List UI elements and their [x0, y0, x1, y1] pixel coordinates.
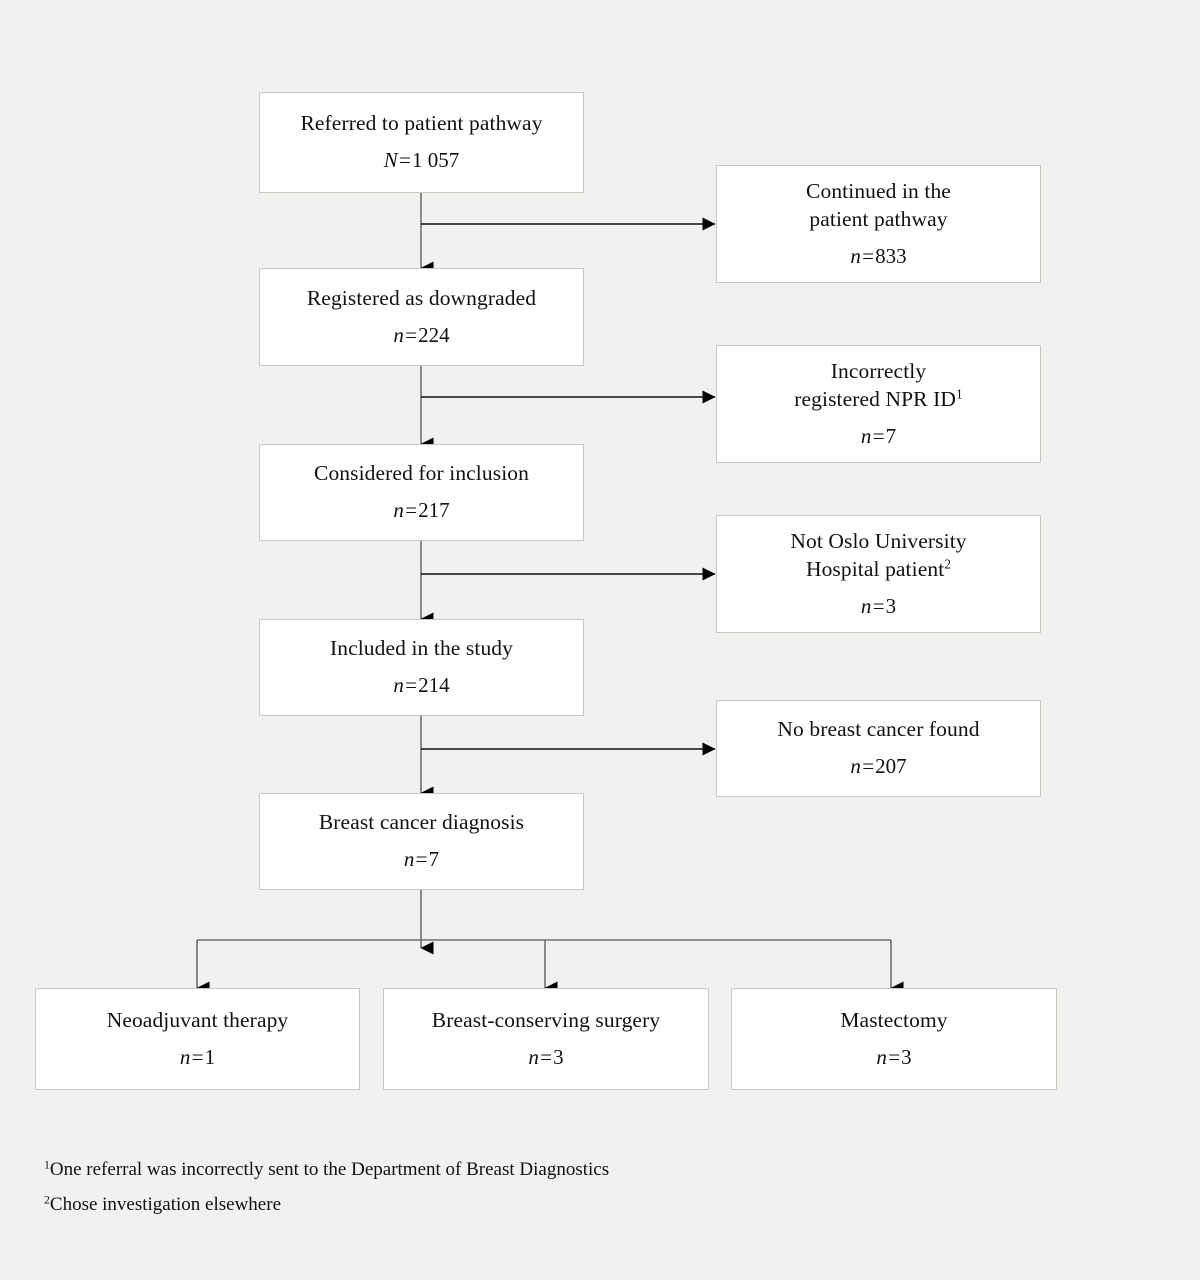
footnotes-block: 1One referral was incorrectly sent to th… [44, 1158, 944, 1230]
footnote-1-text: One referral was incorrectly sent to the… [49, 1159, 610, 1180]
count-equals: = [190, 1044, 205, 1069]
count-value: 7 [428, 847, 440, 872]
node-count: n=207 [850, 753, 906, 780]
count-symbol: n [393, 673, 404, 698]
node-count: n=7 [404, 846, 439, 873]
node-count: n=3 [528, 1044, 563, 1071]
node-neoadjuvant-therapy[interactable]: Neoadjuvant therapy n=1 [35, 988, 360, 1090]
count-symbol: n [860, 593, 872, 618]
count-value: 224 [418, 322, 450, 347]
count-symbol: n [528, 1044, 539, 1069]
count-equals: = [414, 847, 429, 872]
node-title: Incorrectly registered NPR ID1 [794, 358, 963, 414]
node-count: n=1 [180, 1044, 215, 1071]
node-count: n=217 [393, 497, 449, 524]
node-no-breast-cancer-found[interactable]: No breast cancer found n=207 [716, 700, 1041, 797]
count-equals: = [403, 322, 419, 347]
count-equals: = [397, 148, 412, 173]
count-equals: = [860, 243, 876, 268]
node-included-in-the-study[interactable]: Included in the study n=214 [259, 619, 584, 716]
node-breast-cancer-diagnosis[interactable]: Breast cancer diagnosis n=7 [259, 793, 584, 890]
node-registered-as-downgraded[interactable]: Registered as downgraded n=224 [259, 268, 584, 366]
footnote-marker-2: 2 [944, 556, 952, 572]
count-value: 217 [418, 498, 450, 523]
footnote-1-marker: 1 [44, 1158, 50, 1172]
count-value: 1 [204, 1044, 216, 1069]
count-symbol: n [850, 754, 861, 779]
footnote-2: 2Chose investigation elsewhere [44, 1193, 944, 1215]
count-value: 1 057 [411, 148, 460, 173]
count-equals: = [886, 1044, 902, 1069]
count-symbol: n [403, 847, 415, 872]
count-value: 3 [885, 593, 897, 618]
count-equals: = [403, 673, 419, 698]
count-equals: = [403, 498, 419, 523]
count-equals: = [871, 423, 886, 448]
node-title-line1: Not Oslo University [790, 528, 967, 553]
node-title: Referred to patient pathway [300, 111, 543, 136]
node-title: Mastectomy [840, 1007, 948, 1032]
node-breast-conserving-surgery[interactable]: Breast-conserving surgery n=3 [383, 988, 709, 1090]
node-count: N=1 057 [384, 147, 459, 174]
node-mastectomy[interactable]: Mastectomy n=3 [731, 988, 1057, 1090]
node-considered-for-inclusion[interactable]: Considered for inclusion n=217 [259, 444, 584, 541]
node-title: No breast cancer found [777, 717, 980, 742]
node-count: n=214 [393, 672, 449, 699]
footnote-2-marker: 2 [44, 1193, 50, 1207]
node-title: Breast cancer diagnosis [318, 810, 525, 835]
count-equals: = [860, 754, 876, 779]
node-title-line1: Incorrectly [830, 358, 927, 383]
node-count: n=3 [876, 1044, 911, 1071]
node-title: Continued in the patient pathway [806, 178, 951, 231]
node-title: Included in the study [329, 636, 514, 661]
count-value: 3 [901, 1044, 912, 1069]
count-value: 7 [885, 423, 897, 448]
node-count: n=3 [861, 593, 896, 620]
node-count: n=7 [861, 423, 896, 450]
count-symbol: n [393, 498, 404, 523]
node-incorrectly-registered-npr-id[interactable]: Incorrectly registered NPR ID1 n=7 [716, 345, 1041, 463]
node-referred-to-patient-pathway[interactable]: Referred to patient pathway N=1 057 [259, 92, 584, 193]
count-equals: = [871, 593, 886, 618]
count-value: 207 [875, 754, 907, 779]
count-symbol: n [850, 243, 861, 268]
node-count: n=833 [850, 243, 906, 270]
node-title: Considered for inclusion [314, 461, 529, 486]
node-title: Registered as downgraded [306, 285, 537, 310]
node-title-line2: Hospital patient [805, 556, 945, 581]
node-title: Neoadjuvant therapy [106, 1007, 289, 1032]
node-title-line2: registered NPR ID [794, 386, 956, 411]
count-symbol: N [383, 148, 398, 173]
count-value: 214 [418, 673, 450, 698]
count-symbol: n [393, 322, 404, 347]
count-equals: = [538, 1044, 554, 1069]
footnote-2-text: Chose investigation elsewhere [49, 1194, 281, 1215]
footnote-1: 1One referral was incorrectly sent to th… [44, 1158, 944, 1180]
node-count: n=224 [393, 322, 449, 349]
count-symbol: n [876, 1044, 887, 1069]
node-title: Breast-conserving surgery [431, 1007, 661, 1032]
footnote-marker-1: 1 [955, 386, 963, 402]
count-symbol: n [179, 1044, 191, 1069]
count-symbol: n [860, 423, 872, 448]
count-value: 3 [553, 1044, 564, 1069]
node-continued-in-the-patient-pathway[interactable]: Continued in the patient pathway n=833 [716, 165, 1041, 283]
count-value: 833 [875, 243, 907, 268]
